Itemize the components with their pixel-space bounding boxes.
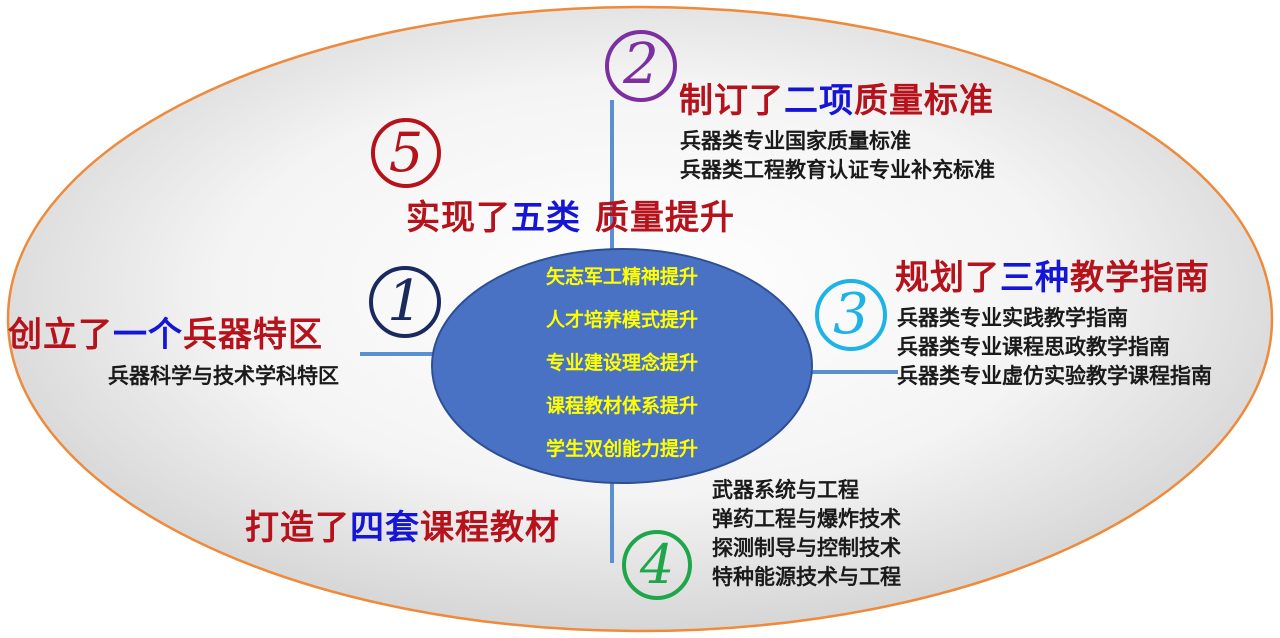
number-circle-4 (622, 530, 692, 600)
center-item: 课程教材体系提升 (545, 395, 698, 417)
headline-3-post: 教学指南 (1070, 258, 1210, 298)
headline-3-pre: 规划了 (895, 258, 1000, 298)
branch-2-item: 兵器类工程教育认证专业补充标准 (680, 158, 995, 182)
headline-2-post: 质量标准 (854, 81, 994, 121)
number-circle-2 (605, 30, 677, 102)
headline-4: 打造了四套课程教材 (245, 508, 560, 548)
number-circle-3 (815, 279, 887, 351)
headline-4-pre: 打造了 (245, 508, 350, 548)
headline-3: 规划了三种教学指南 (895, 258, 1210, 298)
headline-1-highlight: 一个 (113, 315, 183, 355)
number-5: 5 (388, 121, 424, 184)
number-circle-1 (369, 266, 441, 338)
headline-2-highlight: 二项 (784, 81, 854, 121)
number-2: 2 (623, 32, 659, 97)
center-item: 矢志军工精神提升 (545, 266, 698, 288)
headline-5-pre: 实现了 (406, 198, 511, 238)
number-3: 3 (833, 282, 869, 347)
branch-3-item: 兵器类专业课程思政教学指南 (897, 335, 1170, 359)
number-4: 4 (639, 533, 675, 596)
headline-5-highlight: 五类 (511, 198, 581, 238)
number-circle-5 (371, 118, 441, 188)
branch-4-item: 弹药工程与爆炸技术 (712, 507, 901, 531)
headline-1-pre: 创立了 (8, 315, 113, 355)
headline-5-post: 质量提升 (595, 198, 735, 238)
center-item: 专业建设理念提升 (545, 352, 698, 374)
headline-5: 实现了五类质量提升 (406, 198, 735, 238)
center-item: 人才培养模式提升 (545, 309, 698, 331)
branch-1-item: 兵器科学与技术学科特区 (108, 364, 339, 388)
branch-2-item: 兵器类专业国家质量标准 (680, 129, 911, 153)
branch-3-item: 兵器类专业虚仿实验教学课程指南 (897, 364, 1212, 388)
branch-4-item: 武器系统与工程 (712, 478, 859, 502)
branch-4-item: 特种能源技术与工程 (712, 565, 901, 589)
number-1: 1 (387, 269, 423, 334)
headline-1: 创立了一个兵器特区 (8, 315, 323, 355)
headline-2-pre: 制订了 (679, 81, 784, 121)
branch-3-item: 兵器类专业实践教学指南 (897, 306, 1128, 330)
headline-4-highlight: 四套 (350, 508, 420, 548)
branch-4-item: 探测制导与控制技术 (712, 536, 901, 560)
headline-2: 制订了二项质量标准 (679, 81, 994, 121)
center-item: 学生双创能力提升 (545, 438, 698, 460)
headline-1-post: 兵器特区 (183, 315, 323, 355)
center-ellipse (431, 248, 813, 484)
headline-3-highlight: 三种 (1000, 258, 1070, 298)
headline-4-post: 课程教材 (420, 508, 560, 548)
